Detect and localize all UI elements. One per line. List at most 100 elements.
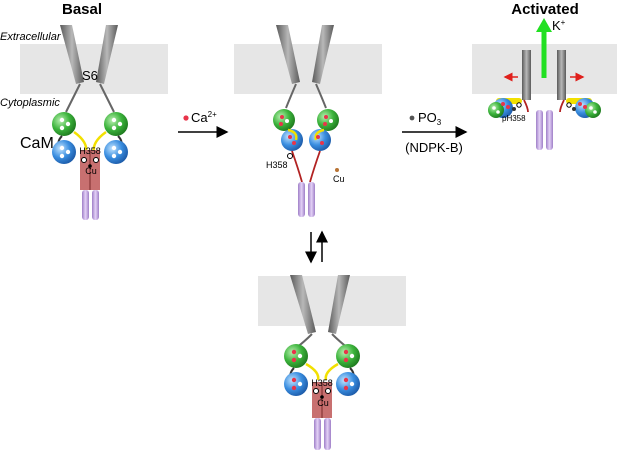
cam-site [117, 149, 123, 155]
coiled-coil-left [536, 110, 543, 150]
potassium-arrow-head [536, 18, 552, 32]
h358-residue [287, 153, 293, 159]
yellow-linker-left [287, 128, 298, 141]
calcium-ion [506, 105, 510, 109]
coiled-coil-right [92, 190, 99, 220]
activated-header: Activated [511, 1, 579, 18]
coiled-coil-left [82, 190, 89, 220]
cam-site [496, 110, 500, 114]
cu-ion [335, 168, 339, 172]
calcium-ion [583, 105, 587, 109]
calcium-ion [323, 122, 327, 126]
calcium-ion [501, 102, 505, 106]
cu-ion [88, 164, 92, 168]
h358-label: H358 [266, 160, 288, 170]
coiled-coil-right [546, 110, 553, 150]
cam-site [297, 353, 303, 359]
cu-label: Cu [85, 166, 97, 176]
calcium-ion [320, 141, 324, 145]
calcium-ion [280, 115, 284, 119]
cam-n-lobe-right [104, 112, 128, 136]
cam-c-lobe-left [52, 140, 76, 164]
h358-residue [93, 157, 99, 163]
s6-helix-right [96, 25, 118, 84]
calcium-ion-icon [183, 115, 189, 121]
cam-n-lobe-right [317, 109, 339, 131]
red-linker-left [291, 150, 303, 183]
s6-helix-left [60, 25, 84, 84]
cam-site [59, 145, 65, 151]
extracellular-label: Extracellular [0, 31, 62, 43]
equilibrium-arrows [305, 230, 328, 264]
cam-site [492, 106, 496, 110]
s6-label: S6 [82, 68, 98, 83]
calcium-ion [316, 135, 320, 139]
cam-site [111, 117, 117, 123]
s6-helix-left [522, 50, 531, 100]
basal-channel: Extracellular Cytoplasmic S6 CaM H358 Cu [0, 25, 168, 220]
cam-site [59, 125, 65, 131]
cam-c-lobe-right [309, 129, 331, 151]
membrane [20, 44, 168, 94]
cam-site [329, 119, 333, 123]
phosphate-label: PO3 [418, 110, 442, 127]
cam-c-lobe-right [104, 140, 128, 164]
basal-header: Basal [62, 1, 102, 18]
coiled-coil-left [298, 182, 305, 217]
h358-residue [313, 388, 319, 394]
calcium-ion-label: Ca2+ [191, 110, 217, 125]
linker-right [315, 83, 327, 109]
calcium-ion [279, 122, 283, 126]
cam-site [59, 117, 65, 123]
red-linker-left [523, 99, 529, 113]
cam-site [589, 106, 593, 110]
phosphate-group [572, 107, 576, 111]
cam-n-lobe-left [273, 109, 295, 131]
cam-label: CaM [20, 135, 54, 152]
h358-residue [81, 157, 87, 163]
cam-site [111, 145, 117, 151]
cam-site [285, 119, 289, 123]
calcium-ion [324, 115, 328, 119]
ph358-label: pH358 [502, 114, 526, 123]
linker-left [65, 83, 81, 113]
s6-helix-right [557, 50, 566, 100]
cam-site [59, 153, 65, 159]
h358-residue [516, 102, 522, 108]
cam-c-lobe-right [336, 372, 360, 396]
calcium-ion [291, 377, 297, 383]
cu-ion [320, 395, 324, 399]
calcium-ion [343, 385, 349, 391]
s6-helix-right [312, 25, 334, 84]
yellow-linker-left [305, 362, 320, 381]
cam-c-lobe-left [284, 372, 308, 396]
cam-n-lobe-left [52, 112, 76, 136]
enzyme-label: (NDPK-B) [405, 140, 463, 155]
cam-site [349, 381, 355, 387]
cam-site [593, 110, 597, 114]
cam-site [117, 121, 123, 127]
cam-site [111, 153, 117, 159]
s6-helix-left [276, 25, 300, 84]
cam-c-lobe-left [281, 129, 303, 151]
s6-helix-left [290, 275, 316, 334]
cam-site [65, 149, 71, 155]
phosphate-group [512, 107, 516, 111]
calcium-transition: Ca2+ [178, 110, 229, 138]
calcium-ion [292, 141, 296, 145]
calcium-ion [343, 357, 349, 363]
cam-site [111, 125, 117, 131]
linker-right [99, 83, 115, 113]
calcium-ion [343, 377, 349, 383]
h358-residue [566, 102, 572, 108]
activated-channel: K+ pH358 [472, 18, 617, 150]
cam-site [349, 353, 355, 359]
yellow-linker-right [314, 128, 325, 141]
potassium-label: K+ [552, 18, 566, 33]
coiled-coil-left [314, 418, 321, 450]
coiled-coil-right [324, 418, 331, 450]
h358-label: H358 [79, 146, 101, 156]
cam-n-lobe-left [284, 344, 308, 368]
red-linker-right [559, 99, 565, 113]
